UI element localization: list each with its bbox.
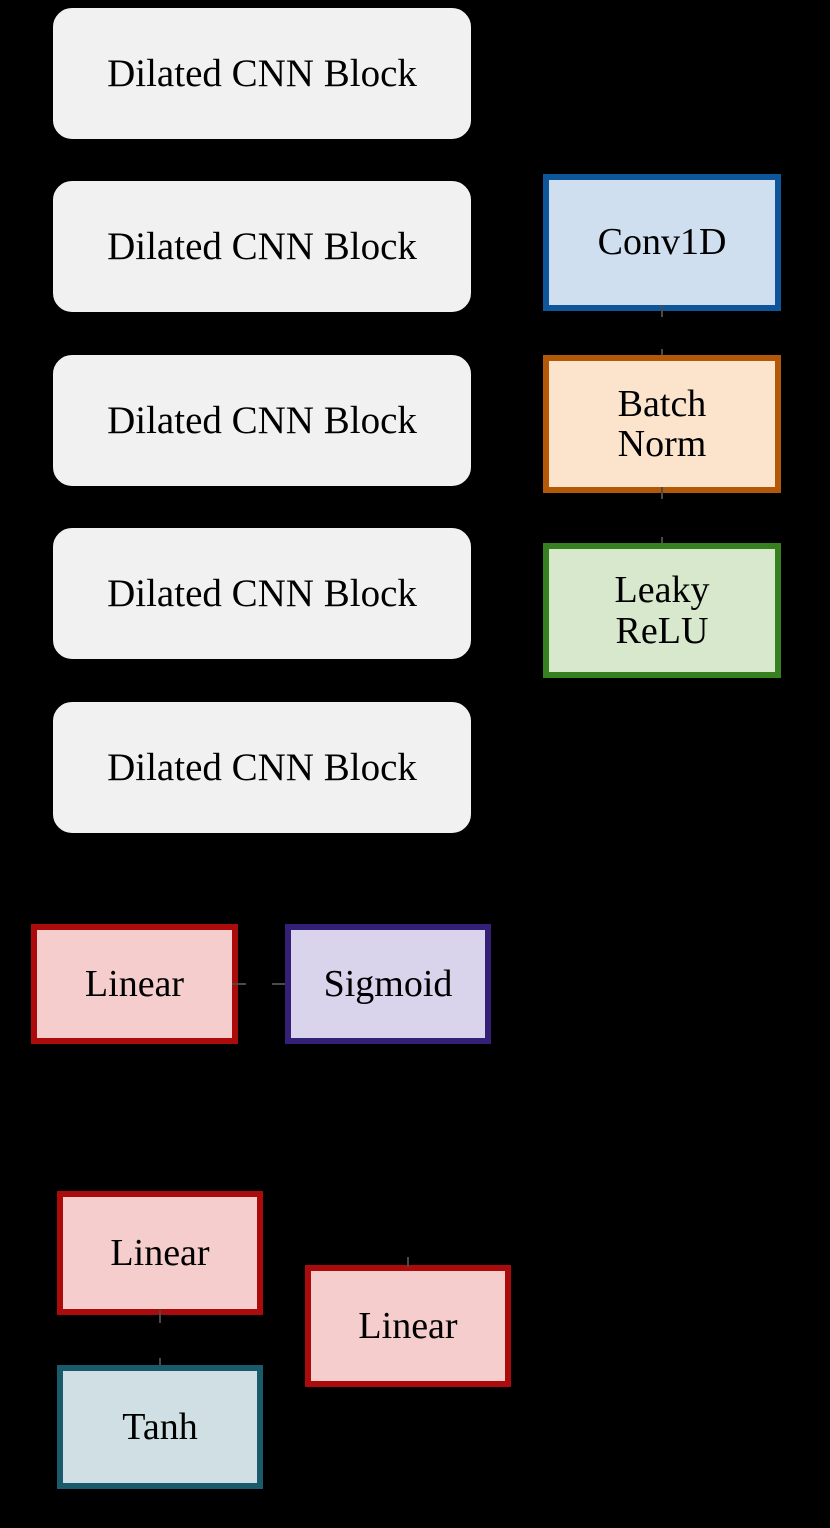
tanh-label: Tanh (122, 1405, 198, 1448)
batchnorm-label: Batch Norm (617, 382, 707, 465)
dilated-cnn-block-4-label: Dilated CNN Block (107, 571, 417, 615)
connector-tanh-top (159, 1358, 161, 1370)
conv1d-label: Conv1D (597, 221, 727, 264)
dilated-cnn-block-3[interactable]: Dilated CNN Block (53, 355, 471, 486)
linear-box-tail[interactable]: Linear (57, 1191, 263, 1315)
linear-box-head-label: Linear (84, 962, 185, 1005)
connector-linear-right (232, 983, 246, 985)
conv1d-box[interactable]: Conv1D (543, 174, 781, 311)
dilated-cnn-block-4[interactable]: Dilated CNN Block (53, 528, 471, 659)
connector-linear-tail-bottom (159, 1310, 161, 1323)
dilated-cnn-block-2[interactable]: Dilated CNN Block (53, 181, 471, 312)
dilated-cnn-block-5-label: Dilated CNN Block (107, 745, 417, 789)
dilated-cnn-block-1-label: Dilated CNN Block (107, 51, 417, 95)
connector-conv1d-bottom (661, 305, 663, 317)
dilated-cnn-block-3-label: Dilated CNN Block (107, 398, 417, 442)
leakyrelu-box[interactable]: Leaky ReLU (543, 543, 781, 678)
linear-box-output-label: Linear (358, 1304, 458, 1347)
connector-sigmoid-left (272, 983, 286, 985)
sigmoid-box[interactable]: Sigmoid (285, 924, 491, 1044)
dilated-cnn-block-5[interactable]: Dilated CNN Block (53, 702, 471, 833)
dilated-cnn-block-2-label: Dilated CNN Block (107, 224, 417, 268)
linear-box-output[interactable]: Linear (305, 1265, 511, 1387)
linear-box-head[interactable]: Linear (31, 924, 238, 1044)
connector-batchnorm-bottom (661, 487, 663, 499)
linear-box-tail-label: Linear (110, 1231, 210, 1274)
batchnorm-box[interactable]: Batch Norm (543, 355, 781, 493)
sigmoid-label: Sigmoid (323, 962, 453, 1005)
dilated-cnn-block-1[interactable]: Dilated CNN Block (53, 8, 471, 139)
tanh-box[interactable]: Tanh (57, 1365, 263, 1489)
connector-linear-output-top (407, 1257, 409, 1267)
leakyrelu-label: Leaky ReLU (614, 569, 710, 652)
